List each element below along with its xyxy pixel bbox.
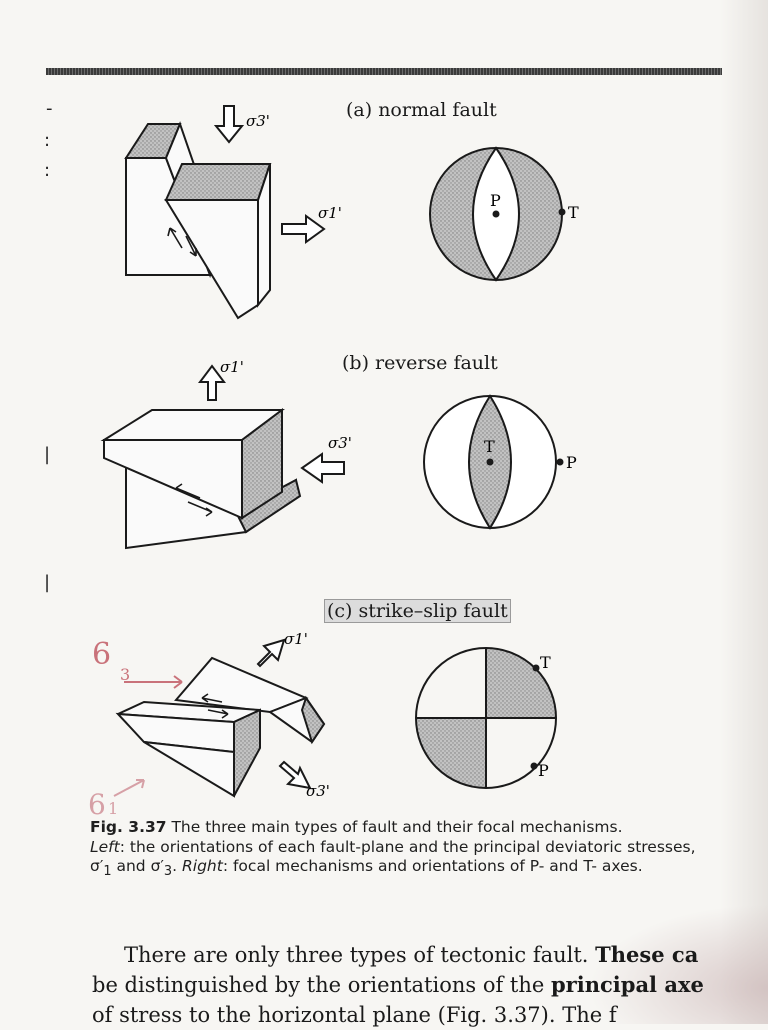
margin-mark: | xyxy=(44,444,51,465)
body-line: of stress to the horizontal plane (Fig. … xyxy=(92,1003,617,1027)
caption-sub: 3 xyxy=(163,864,173,880)
margin-mark: | xyxy=(44,572,51,593)
t-axis-label: T xyxy=(540,653,551,672)
figure-caption: Fig. 3.37 The three main types of fault … xyxy=(90,818,720,882)
stress-label: σ1' xyxy=(284,630,308,648)
t-axis-point xyxy=(558,208,566,216)
margin-mark: - xyxy=(46,98,53,119)
caption-text: . xyxy=(172,857,182,875)
panel-c-label-text: (c) strike–slip fault xyxy=(324,599,511,623)
stress-label: σ1' xyxy=(318,204,342,222)
page-top-rule xyxy=(46,68,722,75)
compression-arrow-icon xyxy=(198,364,226,401)
compression-arrow-icon xyxy=(256,638,286,668)
handwritten-sub-lower: 1 xyxy=(108,799,118,818)
handwritten-sigma: 6 xyxy=(92,637,111,672)
p-axis-label: P xyxy=(490,191,501,210)
stress-label: σ1' xyxy=(220,358,244,376)
panel-a-label: (a) normal fault xyxy=(346,99,497,121)
t-axis-label: T xyxy=(484,437,495,456)
page-edge-shade xyxy=(720,0,768,1024)
t-axis-point xyxy=(486,458,494,466)
p-axis-label: P xyxy=(538,761,549,780)
caption-right-label: Right xyxy=(182,857,223,875)
caption-text: and σ′ xyxy=(111,857,164,875)
stress-label: σ3' xyxy=(306,782,330,800)
caption-sub: 1 xyxy=(103,864,112,880)
handwritten-sub: 3 xyxy=(120,665,130,684)
t-axis-label: T xyxy=(568,203,579,222)
p-axis-point xyxy=(492,210,500,218)
compression-arrow-icon xyxy=(278,760,312,790)
p-axis-point xyxy=(556,458,564,466)
reverse-fault-focal-mechanism: T P xyxy=(423,394,577,530)
body-line: There are only three types of tectonic f… xyxy=(124,942,699,967)
margin-mark: : xyxy=(44,130,51,151)
tension-arrow-icon xyxy=(281,214,326,244)
p-axis-label: P xyxy=(566,453,577,472)
panel-c-label: (c) strike–slip fault xyxy=(324,599,511,623)
t-axis-point xyxy=(532,664,540,672)
caption-text: The three main types of fault and their … xyxy=(166,818,623,836)
normal-fault-block-diagram: σ3' σ1' xyxy=(124,105,342,320)
compression-arrow-icon xyxy=(300,452,345,484)
page-corner-shadow xyxy=(588,904,768,1024)
p-axis-point xyxy=(530,762,538,770)
reverse-fault-block-diagram: σ1' σ3' xyxy=(100,358,352,550)
stress-label: σ3' xyxy=(328,434,352,452)
handwritten-sigma-lower: 6 xyxy=(88,788,106,820)
margin-mark: : xyxy=(44,160,51,181)
handwritten-arrow-icon xyxy=(124,675,183,689)
compression-arrow-icon xyxy=(213,105,245,144)
figure-number: Fig. 3.37 xyxy=(90,818,167,836)
caption-text: : the orientations of each fault-plane a… xyxy=(90,837,696,876)
normal-fault-focal-mechanism: P T xyxy=(429,146,579,282)
body-line: be distinguished by the orientations of … xyxy=(92,972,704,997)
strike-slip-fault-block-diagram: 6 3 6 1 σ1' σ3' xyxy=(88,630,330,820)
body-paragraph: There are only three types of tectonic f… xyxy=(92,940,752,1030)
stress-label: σ3' xyxy=(246,112,270,130)
strike-slip-fault-focal-mechanism: T P xyxy=(415,647,557,789)
panel-b-label: (b) reverse fault xyxy=(342,352,498,374)
caption-text: : focal mechanisms and orientations of P… xyxy=(222,857,643,875)
caption-left-label: Left xyxy=(90,837,120,856)
